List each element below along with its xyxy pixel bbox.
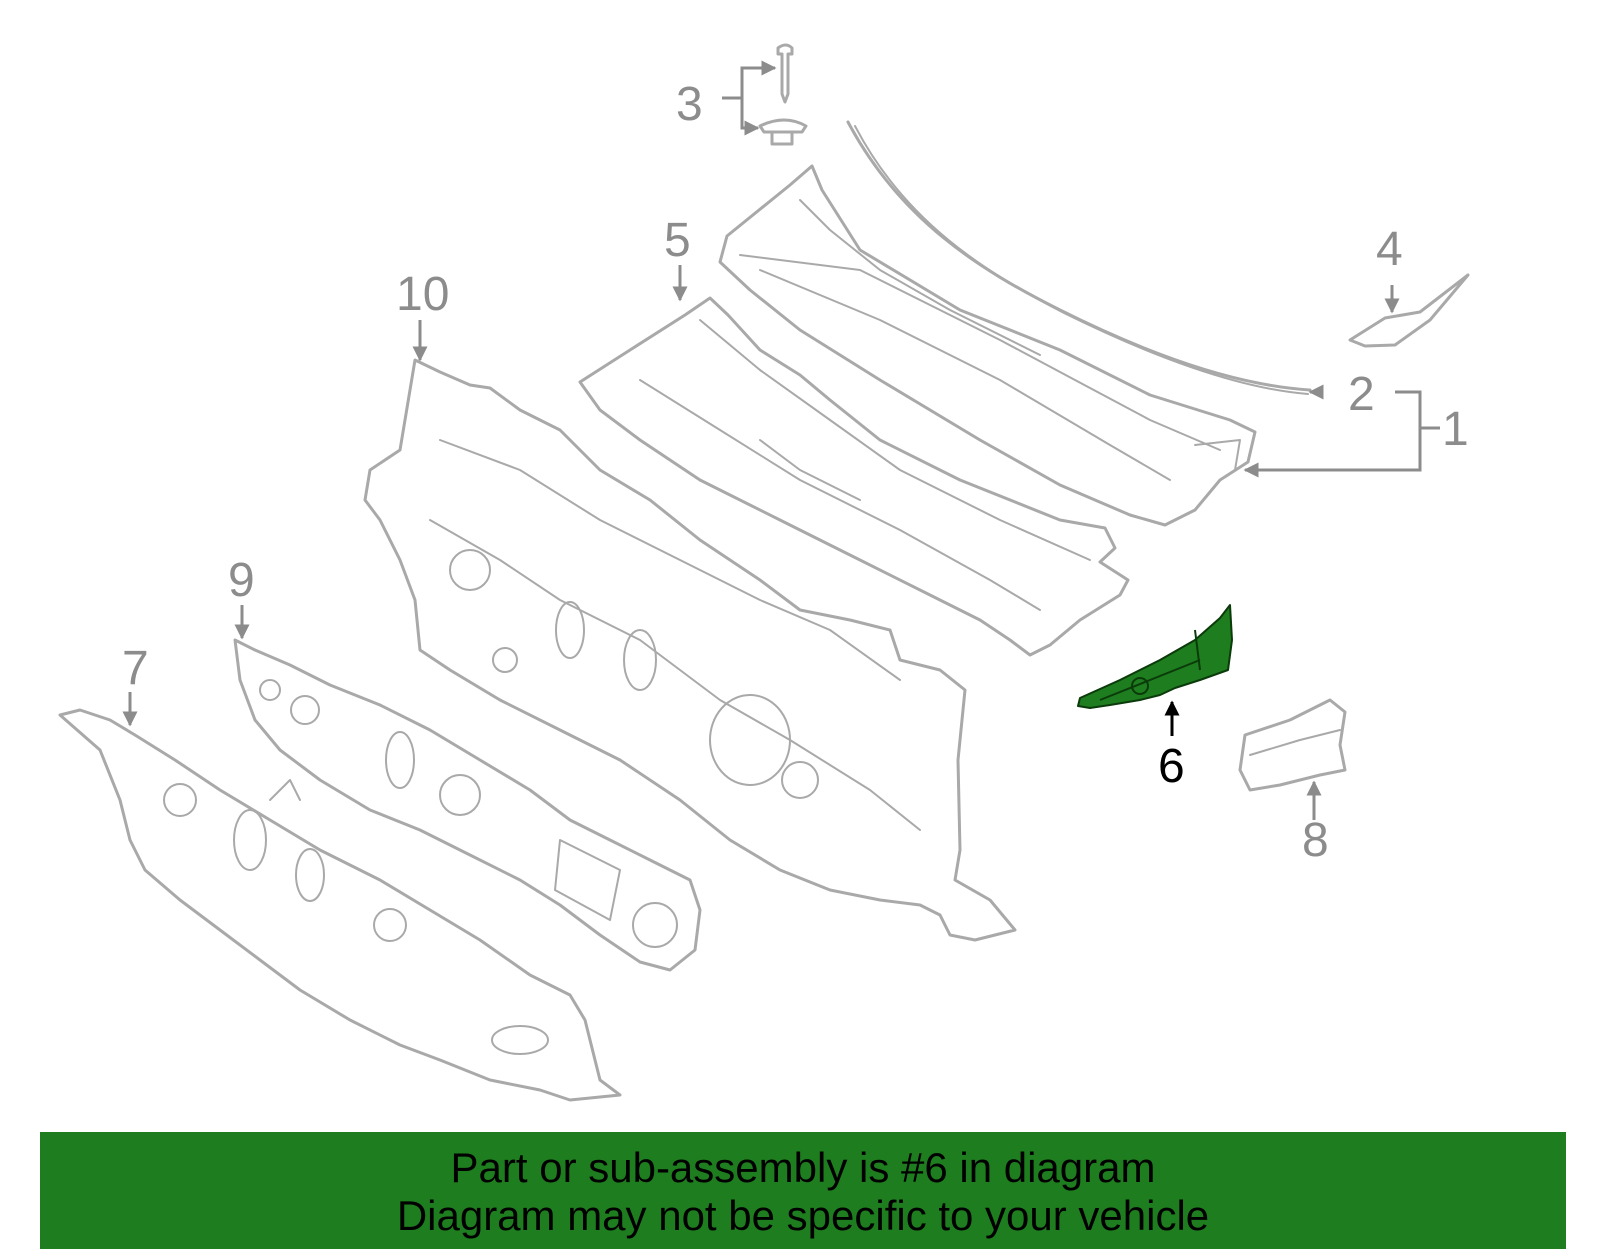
callout-labels: 1 2 3 4 5 6 7 8 9 10 (122, 78, 1469, 867)
part-1-cowl-top[interactable] (718, 164, 1257, 527)
info-banner: Part or sub-assembly is #6 in diagram Di… (40, 1132, 1566, 1249)
callout-7: 7 (122, 642, 149, 695)
part-7-outer-insulator[interactable] (58, 708, 622, 1102)
callout-8: 8 (1302, 814, 1329, 867)
leader-lines (122, 60, 1440, 820)
banner-line-2: Diagram may not be specific to your vehi… (396, 1192, 1210, 1239)
part-9-insulator[interactable] (233, 638, 702, 972)
callout-3: 3 (676, 78, 703, 131)
callout-9: 9 (228, 554, 255, 607)
part-5-cowl-panel[interactable] (578, 296, 1130, 657)
callout-5: 5 (664, 214, 691, 267)
banner-line-1: Part or sub-assembly is #6 in diagram (450, 1144, 1156, 1191)
callout-6: 6 (1158, 740, 1185, 793)
callout-2: 2 (1348, 368, 1375, 421)
callout-4: 4 (1376, 223, 1403, 276)
part-2-seal[interactable] (846, 120, 1312, 395)
callout-1: 1 (1442, 403, 1469, 456)
part-4-bracket[interactable] (1348, 273, 1470, 348)
part-6-highlighted-bracket[interactable] (1077, 604, 1233, 709)
part-8-reinforcement[interactable] (1238, 698, 1347, 792)
part-3-fasteners[interactable] (758, 43, 808, 146)
callout-10: 10 (396, 268, 449, 321)
part-10-dash-panel[interactable] (363, 358, 1017, 942)
